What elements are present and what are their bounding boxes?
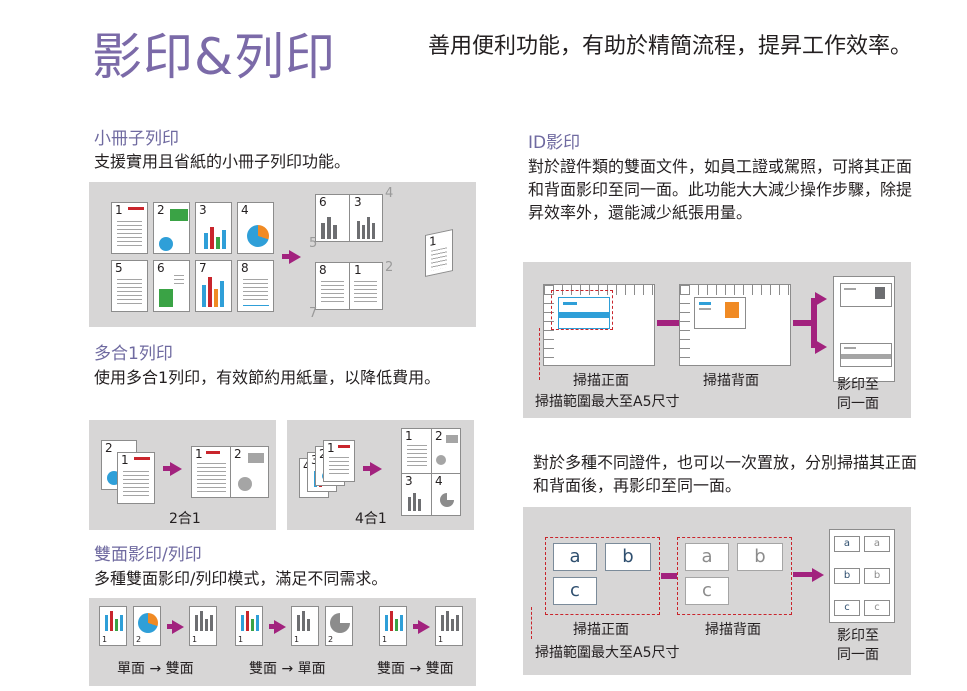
booklet-panel: 1 2 3 4 5 6 7 8 6 3 [89, 182, 476, 327]
scan-area-outline [551, 290, 613, 330]
duplex-mode-3: 雙面 → 雙面 [377, 661, 454, 677]
caption-copy-to-2: 同一面 [837, 396, 879, 412]
booklet-page-6: 6 [153, 260, 190, 312]
idcopy-title: ID影印 [528, 133, 581, 153]
arrow-icon [274, 620, 286, 634]
arrow-icon [815, 292, 827, 306]
idcopy-panel: 掃描正面 掃描背面 掃描範圍最大至A5尺寸 影印至 同一面 [523, 262, 911, 418]
booklet-title: 小冊子列印 [94, 129, 179, 149]
caption-2in1: 2合1 [169, 511, 201, 527]
booklet-sheet-back: 8 1 [315, 262, 383, 310]
arrow-icon [370, 462, 382, 476]
page-title: 影印&列印 [92, 28, 336, 86]
multi-copy-result-page: a a b b c c [829, 529, 895, 623]
arrow-icon [170, 462, 182, 476]
nup-desc: 使用多合1列印，有效節約用紙量，以降低費用。 [94, 368, 441, 387]
caption-scan-front: 掃描正面 [573, 373, 629, 389]
booklet-page-7: 7 [195, 260, 232, 312]
booklet-page-4: 4 [237, 202, 274, 254]
caption-scan-back: 掃描背面 [703, 373, 759, 389]
scan-glass-back [679, 284, 791, 366]
multi-caption-scan-range: 掃描範圍最大至A5尺寸 [535, 645, 680, 661]
duplex-mode-2: 雙面 → 單面 [249, 661, 326, 677]
idcopy-desc: 對於證件類的雙面文件，如員工證或駕照，可將其正面和背面影印至同一面。此功能大大減… [528, 157, 913, 222]
multi-caption-copy-to-2: 同一面 [837, 647, 879, 663]
copy-result-page [833, 276, 895, 382]
booklet-page-5: 5 [111, 260, 148, 312]
caption-scan-range: 掃描範圍最大至A5尺寸 [535, 394, 680, 410]
multi-caption-scan-back: 掃描背面 [705, 622, 761, 638]
multi-scan-area-front [545, 537, 660, 615]
multi-scan-area-back [677, 537, 792, 615]
duplex-desc: 多種雙面影印/列印模式，滿足不同需求。 [94, 569, 388, 588]
page-tagline: 善用便利功能，有助於精簡流程，提昇工作效率。 [428, 34, 913, 59]
duplex-mode-1: 單面 → 雙面 [117, 661, 194, 677]
caption-4in1: 4合1 [355, 511, 387, 527]
booklet-sheet-front: 6 3 [315, 194, 383, 242]
booklet-page-3: 3 [195, 202, 232, 254]
booklet-book: 1 [425, 229, 453, 277]
arrow-icon [815, 340, 827, 354]
duplex-panel: 1 2 1 單面 → 雙面 1 1 2 雙面 → 單面 1 [89, 598, 476, 686]
arrow-icon [418, 620, 430, 634]
multi-caption-scan-front: 掃描正面 [573, 622, 629, 638]
booklet-page-1: 1 [111, 202, 148, 254]
caption-copy-to-1: 影印至 [837, 377, 879, 393]
arrow-icon [289, 250, 301, 264]
nup-2in1-panel: 2 1 1 2 2合1 [89, 420, 276, 530]
booklet-desc: 支援實用且省紙的小冊子列印功能。 [94, 152, 351, 171]
booklet-page-2: 2 [153, 202, 190, 254]
multi-desc: 對於多種不同證件，也可以一次置放，分別掃描其正面和背面後，再影印至同一面。 [533, 453, 918, 495]
nup-4in1-panel: 4 3 2 1 1 2 3 4 4合1 [287, 420, 474, 530]
multi-panel: a b c a b c a a b b c c 掃描正面 掃描背面 掃描範圍最大… [523, 507, 911, 675]
arrow-icon [172, 620, 184, 634]
nup-title: 多合1列印 [94, 344, 173, 364]
booklet-page-8: 8 [237, 260, 274, 312]
arrow-icon [812, 568, 824, 582]
duplex-title: 雙面影印/列印 [94, 545, 202, 565]
multi-caption-copy-to-1: 影印至 [837, 628, 879, 644]
